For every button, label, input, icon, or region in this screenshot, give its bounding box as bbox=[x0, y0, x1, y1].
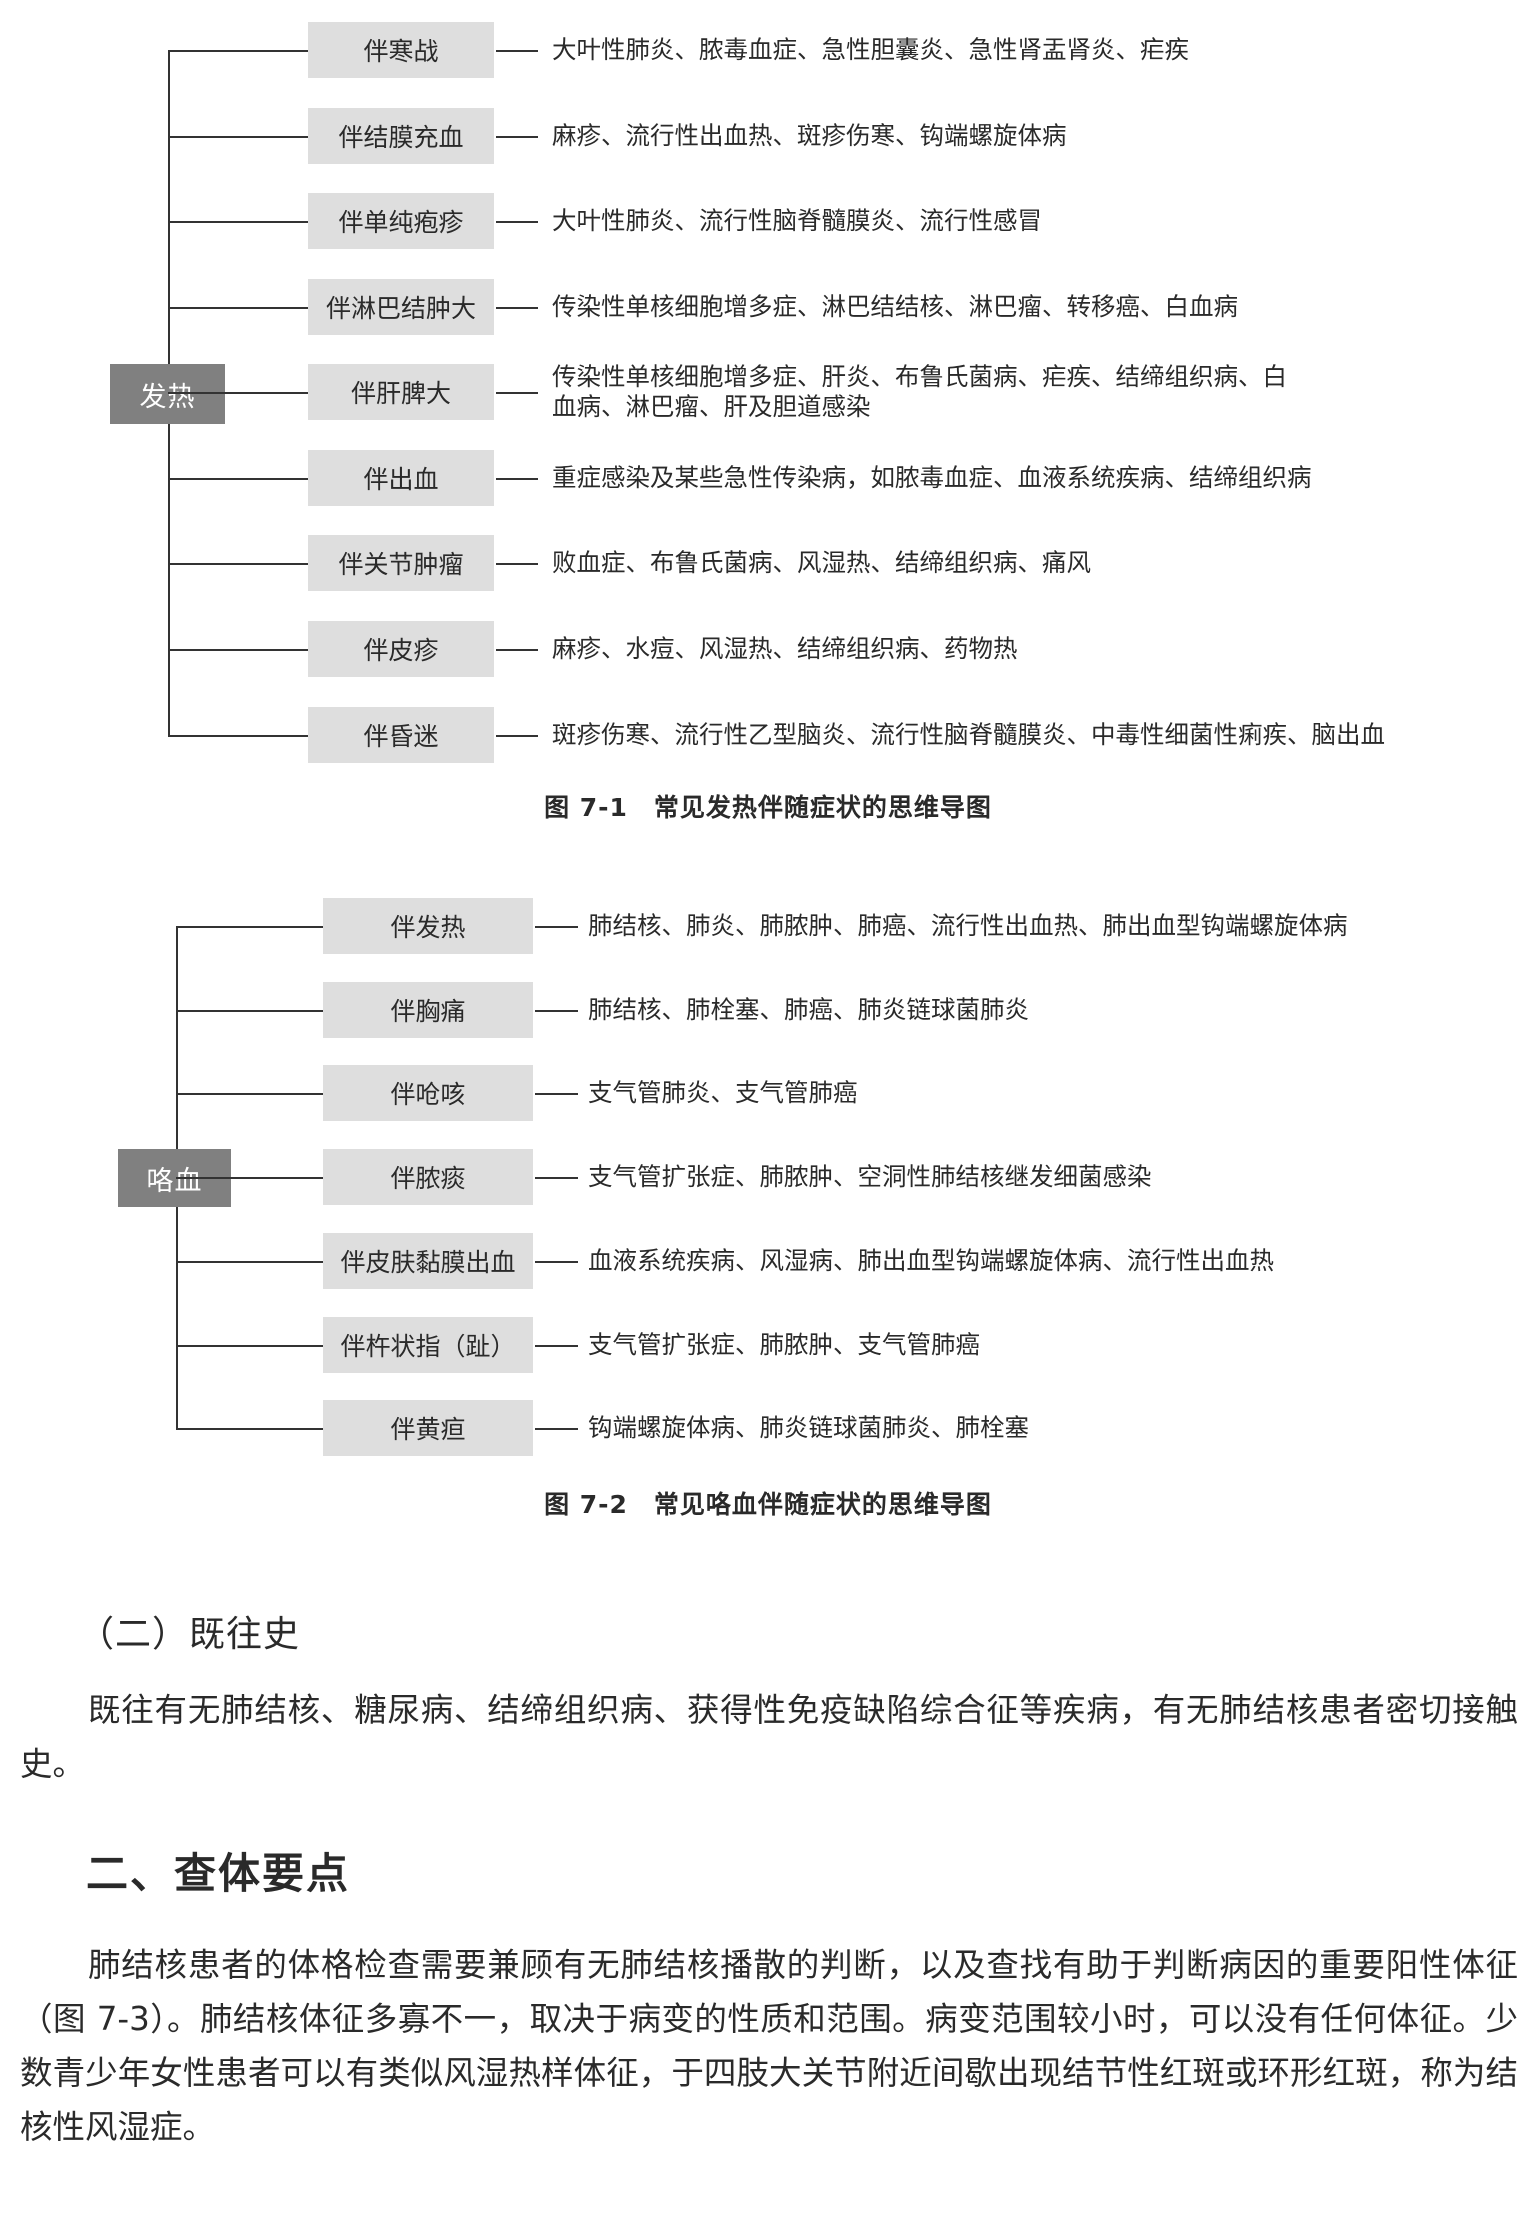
leaf-connector bbox=[535, 1428, 578, 1430]
branch-node: 伴单纯疱疹 bbox=[308, 193, 494, 249]
branch-node: 伴发热 bbox=[323, 898, 533, 954]
root-node: 发热 bbox=[110, 364, 225, 424]
branch-node: 伴脓痰 bbox=[323, 1149, 533, 1205]
leaf-connector bbox=[496, 735, 538, 737]
leaf-connector bbox=[535, 926, 578, 928]
branch-connector bbox=[176, 926, 323, 928]
branch-connector bbox=[168, 478, 308, 480]
leaf-text: 支气管扩张症、肺脓肿、支气管肺癌 bbox=[588, 1330, 980, 1359]
branch-connector bbox=[176, 1345, 323, 1347]
leaf-connector bbox=[535, 1261, 578, 1263]
leaf-connector bbox=[535, 1345, 578, 1347]
branch-connector bbox=[168, 50, 308, 52]
branch-node: 伴肝脾大 bbox=[308, 364, 494, 420]
branch-connector bbox=[168, 221, 308, 223]
leaf-connector bbox=[496, 392, 538, 394]
leaf-text: 麻疹、水痘、风湿热、结缔组织病、药物热 bbox=[552, 634, 1018, 663]
leaf-text: 传染性单核细胞增多症、肝炎、布鲁氏菌病、疟疾、结缔组织病、白 bbox=[552, 362, 1287, 391]
branch-connector bbox=[176, 1261, 323, 1263]
branch-connector bbox=[176, 1010, 323, 1012]
leaf-connector bbox=[496, 307, 538, 309]
branch-node: 伴呛咳 bbox=[323, 1065, 533, 1121]
figure-caption-7-2: 图 7-2 常见咯血伴随症状的思维导图 bbox=[544, 1490, 992, 1519]
branch-node: 伴黄疸 bbox=[323, 1400, 533, 1456]
leaf-text: 大叶性肺炎、脓毒血症、急性胆囊炎、急性肾盂肾炎、疟疾 bbox=[552, 35, 1189, 64]
branch-node: 伴昏迷 bbox=[308, 707, 494, 763]
leaf-text: 麻疹、流行性出血热、斑疹伤寒、钩端螺旋体病 bbox=[552, 121, 1067, 150]
branch-node: 伴皮疹 bbox=[308, 621, 494, 677]
leaf-text: 血病、淋巴瘤、肝及胆道感染 bbox=[552, 392, 871, 421]
leaf-text: 支气管扩张症、肺脓肿、空洞性肺结核继发细菌感染 bbox=[588, 1162, 1152, 1191]
branch-connector bbox=[168, 563, 308, 565]
leaf-connector bbox=[496, 478, 538, 480]
branch-node: 伴胸痛 bbox=[323, 982, 533, 1038]
leaf-connector bbox=[496, 50, 538, 52]
leaf-text: 肺结核、肺炎、肺脓肿、肺癌、流行性出血热、肺出血型钩端螺旋体病 bbox=[588, 911, 1348, 940]
leaf-text: 大叶性肺炎、流行性脑脊髓膜炎、流行性感冒 bbox=[552, 206, 1042, 235]
branch-node: 伴皮肤黏膜出血 bbox=[323, 1233, 533, 1289]
branch-node: 伴淋巴结肿大 bbox=[308, 279, 494, 335]
branch-connector bbox=[168, 136, 308, 138]
section-heading-history: （二）既往史 bbox=[78, 1614, 301, 1655]
branch-connector bbox=[168, 392, 308, 394]
leaf-connector bbox=[535, 1177, 578, 1179]
leaf-connector bbox=[496, 221, 538, 223]
branch-node: 伴关节肿瘤 bbox=[308, 535, 494, 591]
leaf-text: 血液系统疾病、风湿病、肺出血型钩端螺旋体病、流行性出血热 bbox=[588, 1246, 1274, 1275]
branch-connector bbox=[176, 1428, 323, 1430]
leaf-text: 败血症、布鲁氏菌病、风湿热、结缔组织病、痛风 bbox=[552, 548, 1091, 577]
branch-connector bbox=[176, 1177, 323, 1179]
leaf-connector bbox=[535, 1010, 578, 1012]
branch-node: 伴结膜充血 bbox=[308, 108, 494, 164]
figure-caption-7-1: 图 7-1 常见发热伴随症状的思维导图 bbox=[544, 793, 992, 822]
leaf-text: 斑疹伤寒、流行性乙型脑炎、流行性脑脊髓膜炎、中毒性细菌性痢疾、脑出血 bbox=[552, 720, 1385, 749]
branch-connector bbox=[176, 1093, 323, 1095]
branch-connector bbox=[168, 307, 308, 309]
branch-connector bbox=[168, 735, 308, 737]
section-heading-exam: 二、查体要点 bbox=[86, 1849, 351, 1898]
leaf-connector bbox=[535, 1093, 578, 1095]
branch-connector bbox=[168, 649, 308, 651]
paragraph-history: 既往有无肺结核、糖尿病、结缔组织病、获得性免疫缺陷综合征等疾病，有无肺结核患者密… bbox=[20, 1691, 1518, 1783]
leaf-connector bbox=[496, 563, 538, 565]
branch-node: 伴寒战 bbox=[308, 22, 494, 78]
leaf-text: 重症感染及某些急性传染病，如脓毒血症、血液系统疾病、结缔组织病 bbox=[552, 463, 1312, 492]
paragraph-exam: 肺结核患者的体格检查需要兼顾有无肺结核播散的判断，以及查找有助于判断病因的重要阳… bbox=[20, 1946, 1518, 2146]
leaf-connector bbox=[496, 649, 538, 651]
leaf-connector bbox=[496, 136, 538, 138]
branch-node: 伴出血 bbox=[308, 450, 494, 506]
leaf-text: 肺结核、肺栓塞、肺癌、肺炎链球菌肺炎 bbox=[588, 995, 1029, 1024]
leaf-text: 传染性单核细胞增多症、淋巴结结核、淋巴瘤、转移癌、白血病 bbox=[552, 292, 1238, 321]
leaf-text: 支气管肺炎、支气管肺癌 bbox=[588, 1078, 858, 1107]
branch-node: 伴杵状指（趾） bbox=[323, 1317, 533, 1373]
leaf-text: 钩端螺旋体病、肺炎链球菌肺炎、肺栓塞 bbox=[588, 1413, 1029, 1442]
